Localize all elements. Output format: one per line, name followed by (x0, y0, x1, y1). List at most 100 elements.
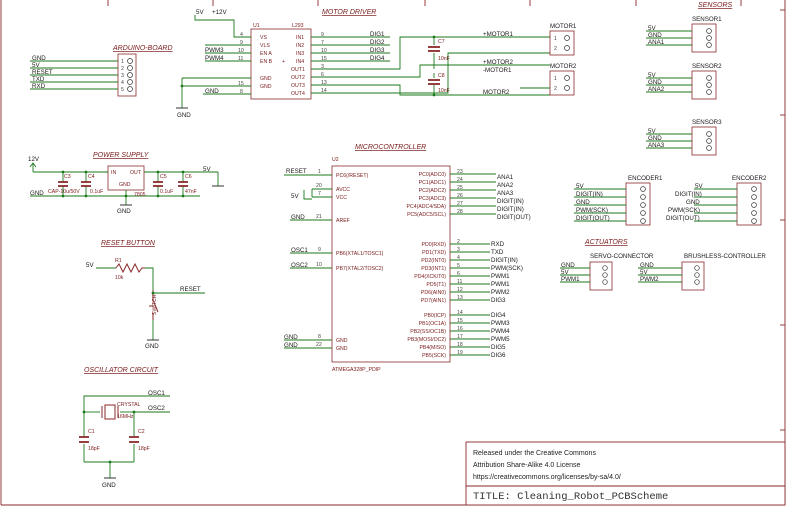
reset-r1-value: 10k (115, 275, 124, 281)
motor-plus: + (282, 59, 285, 65)
power-supply-block: POWER SUPPLY 12V I (28, 152, 224, 215)
arduino-pin-1: 1 (121, 59, 124, 65)
brushless-net-gnd: GND (640, 262, 654, 269)
micro-net-pwm5: PWM5 (491, 336, 510, 343)
micro-pin-pd6: PD6(AIN0) (421, 290, 446, 296)
power-c5-value: 0.1uF (160, 189, 173, 195)
motor-pin-vs: VS (260, 35, 267, 41)
micro-pin-num-15: 15 (457, 318, 463, 324)
osc-c2-ref: C2 (138, 429, 145, 435)
micro-pin-pd3: PD3(INT1) (421, 266, 446, 272)
micro-pin-num-21: 21 (316, 214, 322, 220)
micro-pin-pc6: PC6(/RESET) (336, 173, 369, 179)
sensor3-net-ana3: ANA3 (648, 142, 665, 149)
arduino-net-txd: TXD (32, 76, 45, 83)
micro-pin-pd4: PD4(XCK/T0) (414, 274, 446, 280)
arduino-section-title: ARDUINO-BOARD (112, 45, 173, 52)
arduino-net-reset: RESET (32, 69, 53, 76)
sensor1-net-gnd: GND (648, 32, 662, 39)
motor-pin-out3: OUT3 (291, 83, 305, 89)
motor-c7-value: 10nF (438, 56, 450, 62)
motor-pin-num-out1: 3 (321, 64, 324, 70)
reset-r1-ref: R1 (115, 258, 122, 264)
power-c5-ref: C5 (160, 174, 167, 180)
microcontroller-block: MICROCONTROLLER U2 ATMEGA328P_PDIP RESET (284, 144, 531, 373)
sensor1-net-5v: 5V (648, 25, 656, 32)
encoder1-net-gnd: GND (576, 199, 590, 206)
brushless-net-pwm2: PWM2 (640, 276, 659, 283)
micro-pin-num-26: 26 (457, 193, 463, 199)
sensor2-net-ana2: ANA2 (648, 86, 665, 93)
power-c6-value: 47nF (185, 189, 197, 195)
motor-pin-out1: OUT1 (291, 67, 305, 73)
micro-pin-pd5: PD5(T1) (426, 282, 446, 288)
motor-pin-num-vls: 9 (240, 40, 243, 46)
osc-c1-value: 18pF (88, 446, 100, 452)
motor-pin-vls: VLS (260, 43, 270, 49)
brushless-title: BRUSHLESS-CONTROLLER (684, 253, 766, 260)
micro-pin-num-13: 13 (457, 295, 463, 301)
motor2-title: MOTOR2 (550, 63, 577, 70)
motor-net-minus-motor1: -MOTOR1 (483, 67, 512, 74)
motor-pin-num-in4: 15 (321, 56, 327, 62)
micro-net-5v: 5V (291, 193, 299, 200)
micro-net-pwm2: PWM2 (491, 289, 510, 296)
sensor3-title: SENSOR3 (692, 119, 722, 126)
micro-pin-num-28: 28 (457, 209, 463, 215)
encoder2-connector: ENCODER2 5V DIGIT(IN) GND PWM(SCK) DIGIT… (666, 175, 767, 226)
micro-net-digit-in-c: DIGIT(IN) (491, 257, 518, 264)
arduino-pin-5: 5 (121, 87, 124, 93)
micro-net-pwm-sck: PWM(SCK) (491, 265, 523, 272)
micro-pin-pb7: PB7(XTAL2/TOSC2) (336, 266, 384, 272)
osc-c2-value: 18pF (138, 446, 150, 452)
micro-net-digit-in-a: DIGIT(IN) (497, 198, 524, 205)
micro-net-osc1: OSC1 (291, 247, 308, 254)
micro-pin-num-5: 5 (457, 263, 460, 269)
micro-pin-pc2: PC2(ADC2) (419, 188, 447, 194)
motor1-title: MOTOR1 (550, 23, 577, 30)
encoder2-net-digit-in: DIGIT(IN) (675, 191, 702, 198)
micro-net-reset: RESET (286, 168, 307, 175)
micro-pin-num-14: 14 (457, 310, 463, 316)
micro-net-dig5: DIG5 (491, 344, 506, 351)
micro-pin-num-12: 12 (457, 287, 463, 293)
arduino-pin-3: 3 (121, 73, 124, 79)
micro-net-pwm4: PWM4 (491, 328, 510, 335)
micro-pin-pc3: PC3(ADC3) (419, 196, 447, 202)
title-block: Released under the Creative Commons Attr… (465, 441, 786, 506)
license-line-1: Released under the Creative Commons (473, 450, 596, 457)
motor-net-dig3: DIG3 (370, 47, 385, 54)
micro-net-ana1: ANA1 (497, 174, 514, 181)
reset-button-block: RESET BUTTON 5V R1 10k SWITCH RESET GND (86, 240, 205, 350)
micro-net-rxd: RXD (491, 241, 505, 248)
sensor2-title: SENSOR2 (692, 63, 722, 70)
encoder2-net-pwm-sck: PWM(SCK) (668, 207, 700, 214)
encoder2-title: ENCODER2 (732, 175, 767, 182)
motor-c8-ref: C8 (438, 73, 445, 79)
sensors-block: SENSORS SENSOR1 5V GND ANA1 SENSOR2 5V G… (646, 2, 733, 156)
micro-pin-num-6: 6 (457, 271, 460, 277)
motor-pin-num-in3: 10 (321, 48, 327, 54)
micro-pin-num-18: 18 (457, 342, 463, 348)
micro-pin-num-8: 8 (318, 334, 321, 340)
motor-pin-gnd1: GND (260, 76, 272, 82)
motor-pin-in2: IN2 (296, 43, 304, 49)
motor-pin-in1: IN1 (296, 35, 304, 41)
micro-pin-num-3: 3 (457, 247, 460, 253)
micro-pin-pc5: PC5(ADC5/SCL) (407, 212, 446, 218)
motor-gnd2-label: GND (205, 88, 219, 95)
motor-ref: U1 (253, 23, 260, 29)
sensors-section-title: SENSORS (698, 2, 733, 9)
motor-net-dig1: DIG1 (370, 31, 385, 38)
sensor2-net-5v: 5V (648, 72, 656, 79)
micro-section-title: MICROCONTROLLER (355, 144, 426, 151)
micro-pin-num-7: 7 (318, 191, 321, 197)
motor-pin-num-out2: 6 (321, 72, 324, 78)
osc-net-osc2: OSC2 (148, 405, 165, 412)
motor-net-minus-motor2: MOTOR2 (483, 89, 510, 96)
osc-c1-ref: C1 (88, 429, 95, 435)
micro-pin-pc4: PC4(ADC4/SDA) (407, 204, 447, 210)
motor-pin-gnd2: GND (260, 84, 272, 90)
micro-pin-gnd-8: GND (336, 338, 348, 344)
sensor1-net-ana1: ANA1 (648, 39, 665, 46)
